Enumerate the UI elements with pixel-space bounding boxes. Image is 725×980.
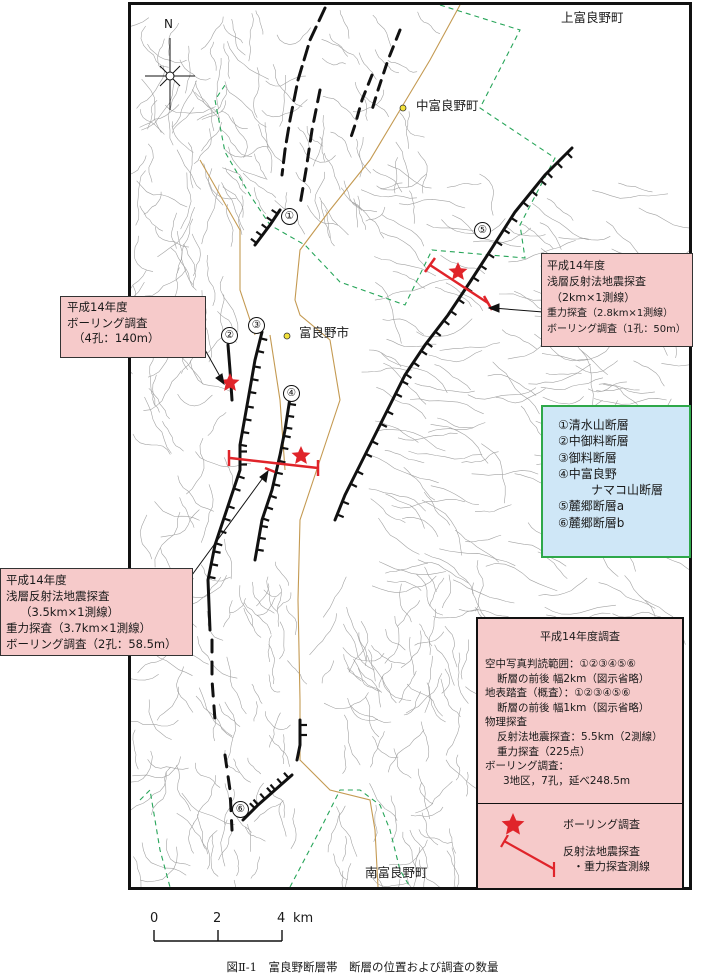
boring-star-east	[448, 262, 468, 280]
callout-boring-left-line: （4孔：140m）	[73, 331, 160, 345]
summary-line: 断層の前後 幅1km（図示省略）	[497, 701, 650, 714]
scale-tick-0: 0	[150, 911, 159, 926]
town-border-north	[214, 5, 556, 306]
boundary-main	[294, 5, 461, 887]
summary-line: 地表踏査（概査）：①②③④⑤⑥	[485, 687, 631, 700]
leader-boring-left-head	[215, 373, 225, 386]
fault-number-1: ①	[281, 208, 298, 225]
boring-star-west-1	[220, 373, 240, 391]
boring-symbol-icon	[501, 813, 525, 835]
town-border-south	[139, 788, 171, 887]
callout-survey-right-line: 平成14年度	[547, 259, 605, 272]
fault-6-b	[210, 638, 217, 722]
fault-5	[333, 146, 574, 522]
leader-survey-left-head	[259, 469, 269, 483]
fault-number-2: ②	[221, 327, 238, 344]
town-label-furano: 富良野市	[299, 325, 350, 340]
callout-survey-right-line: 浅層反射法地震探査	[547, 275, 646, 288]
boundary-west-2	[269, 334, 286, 471]
fault-1	[253, 208, 282, 247]
fault-2	[226, 343, 234, 402]
fault-east-south	[295, 718, 302, 762]
fault-number-5: ⑤	[474, 222, 491, 239]
callout-survey-right-line: 重力探査（2.8km×1測線）	[547, 308, 674, 319]
legend-item: ④中富良野	[558, 466, 617, 481]
town-label-nakafurano: 中富良野町	[416, 98, 479, 113]
fault-ticks	[208, 152, 573, 816]
legend-item: ナマコ山断層	[591, 483, 664, 498]
boring-sites	[220, 262, 468, 464]
fault-number-6: ⑥	[232, 801, 249, 818]
callout-survey-right-line: ボーリング調査（1孔：50m）	[547, 324, 686, 335]
survey-line-west	[229, 456, 319, 470]
callout-boring-left-line: ボーリング調査	[67, 315, 148, 330]
survey-line-west-jog	[264, 466, 276, 474]
survey-line-east	[429, 263, 489, 305]
town-label-minamifurano: 南富良野町	[365, 865, 428, 880]
survey-line-symbol-icon	[500, 835, 556, 877]
survey-symbol-label-1: 反射法地震探査	[563, 845, 640, 858]
town-dot-nakafurano	[399, 104, 407, 112]
fault-number-3: ③	[248, 317, 265, 334]
town-label-kamifurano: 上富良野町	[561, 10, 624, 25]
leader-survey-left	[191, 474, 266, 576]
summary-line: 空中写真判読範囲：①②③④⑤⑥	[485, 658, 636, 670]
leader-boring-left	[203, 347, 223, 381]
survey-symbol-label-2: ・重力探査測線	[573, 860, 650, 873]
summary-line: 重力探査（225点）	[497, 745, 591, 758]
survey-summary-box: 平成14年度調査 空中写真判読範囲：①②③④⑤⑥ 断層の前後 幅2km（図示省略…	[476, 617, 684, 890]
boring-symbol-label: ボーリング調査	[563, 818, 640, 831]
fault-legend: ①清水山断層 ②中御料断層 ③御料断層 ④中富良野 ナマコ山断層 ⑤麓郷断層a …	[541, 405, 691, 558]
callout-survey-left: 平成14年度 浅層反射法地震探査 （3.5km×1測線） 重力探査（3.7km×…	[0, 568, 193, 656]
scale-bar: 0 2 4 km	[150, 911, 313, 951]
leader-survey-right-head	[487, 303, 500, 313]
legend-item: ②中御料断層	[558, 434, 629, 449]
town-dot-furano	[283, 332, 291, 340]
callout-survey-left-line: 平成14年度	[6, 573, 67, 587]
leader-lines	[191, 303, 544, 576]
faults	[206, 6, 574, 832]
fault-north-4	[348, 73, 374, 142]
summary-title: 平成14年度調査	[540, 630, 620, 643]
summary-line: 3地区，7孔，延べ248.5m	[503, 774, 631, 787]
boring-star-west-2	[291, 446, 311, 464]
survey-line-east-cap-a	[423, 257, 437, 273]
callout-survey-right: 平成14年度 浅層反射法地震探査 （2km×1測線） 重力探査（2.8km×1測…	[541, 253, 693, 347]
fault-north-3	[370, 28, 402, 112]
survey-lines	[227, 257, 494, 476]
fault-6-a	[241, 773, 294, 822]
town-borders	[139, 5, 556, 887]
north-label: N	[164, 17, 173, 31]
callout-survey-left-line: ボーリング調査（2孔：58.5m）	[6, 637, 177, 651]
callout-boring-left: 平成14年度 ボーリング調査 （4孔：140m）	[60, 296, 206, 358]
callout-survey-left-line: （3.5km×1測線）	[20, 605, 120, 619]
summary-divider	[478, 803, 682, 804]
callout-survey-left-line: 重力探査（3.7km×1測線）	[6, 621, 152, 635]
north-arrow-icon	[145, 38, 195, 110]
fault-3	[206, 330, 264, 632]
callout-boring-left-line: 平成14年度	[67, 300, 128, 314]
scale-unit: km	[293, 911, 314, 926]
fault-north-2	[298, 88, 322, 207]
summary-line: 物理探査	[485, 716, 527, 729]
figure-caption: 図Ⅱ-1 富良野断層帯 断層の位置および調査の数量	[226, 960, 499, 974]
legend-item: ③御料断層	[558, 450, 617, 465]
fault-6-c	[223, 753, 234, 832]
legend-item: ①清水山断層	[558, 418, 629, 432]
summary-line: ボーリング調査：	[485, 760, 569, 773]
legend-item: ⑥麓郷断層b	[558, 515, 625, 530]
callout-survey-right-line: （2km×1測線）	[551, 291, 636, 304]
summary-line: 反射法地震探査：5.5km（2測線）	[497, 730, 663, 743]
fault-number-4: ④	[283, 385, 300, 402]
summary-line: 断層の前後 幅2km（図示省略）	[497, 672, 650, 685]
legend-item: ⑤麓郷断層a	[558, 499, 625, 514]
leader-survey-right	[492, 307, 544, 313]
boundary-west	[199, 159, 256, 336]
fault-4	[253, 396, 292, 562]
callout-survey-left-line: 浅層反射法地震探査	[6, 589, 110, 603]
scale-tick-2: 2	[213, 911, 222, 926]
scale-tick-4: 4	[277, 911, 286, 926]
fault-north-1	[280, 6, 327, 177]
